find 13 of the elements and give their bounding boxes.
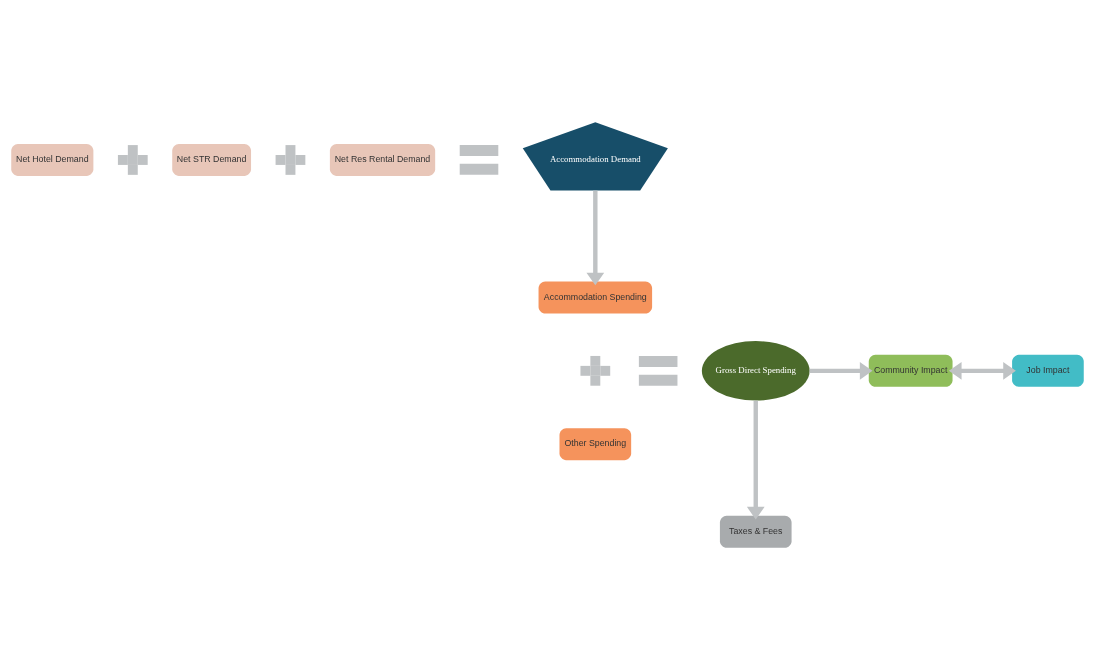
node-box: Other Spending <box>559 427 632 460</box>
node-box: Net Hotel Demand <box>11 143 94 176</box>
node-box: Net Res Rental Demand <box>329 143 436 176</box>
node-box: Accommodation Spending <box>538 281 653 313</box>
node-box: Net STR Demand <box>172 143 252 176</box>
arrow <box>809 361 873 380</box>
arrow <box>948 361 1016 380</box>
node-box: Community Impact <box>868 354 953 387</box>
node-box: Taxes & Fees <box>719 515 792 548</box>
node-ellipse: Gross Direct Spending <box>701 340 810 401</box>
arrow <box>746 400 765 520</box>
arrow <box>586 190 605 285</box>
node-box: Job Impact <box>1012 354 1084 387</box>
